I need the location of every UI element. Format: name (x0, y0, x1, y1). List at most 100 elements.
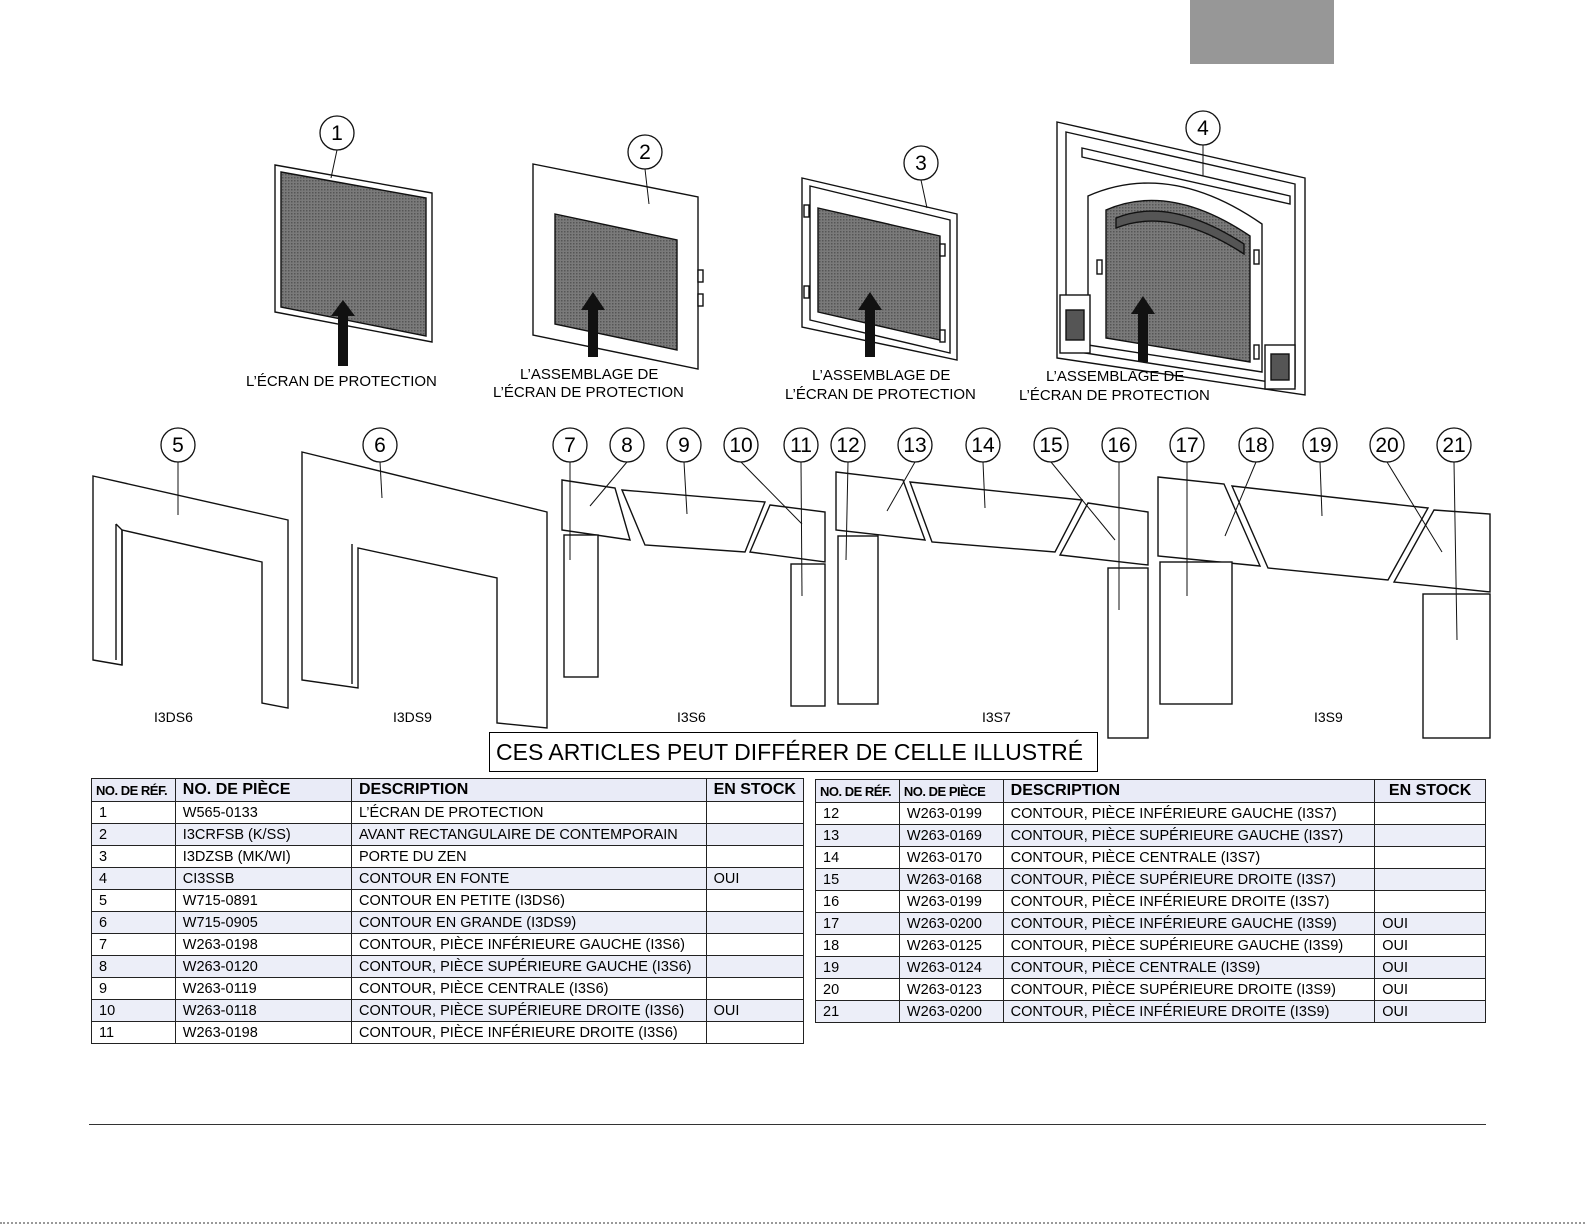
callout-circle (319, 115, 355, 151)
cell-ref: 8 (91, 955, 176, 978)
callout-number: 3 (915, 152, 927, 175)
callout-9: 9 (666, 427, 702, 463)
cell-desc: CONTOUR, PIÈCE CENTRALE (I3S7) (1002, 846, 1376, 869)
callout-number: 8 (621, 434, 633, 457)
cell-ref: 14 (815, 846, 900, 869)
callout-20: 20 (1369, 427, 1405, 463)
cell-stock (705, 845, 805, 868)
callout-circle (1369, 427, 1405, 463)
callout-6: 6 (362, 427, 398, 463)
cell-ref: 2 (91, 823, 176, 846)
callout-number: 9 (678, 434, 690, 457)
leader-line (1050, 461, 1116, 541)
label-screen: L’ÉCRAN DE PROTECTION (246, 373, 437, 390)
cell-desc: CONTOUR, PIÈCE CENTRALE (I3S6) (350, 977, 707, 1000)
cell-stock: OUI (1374, 934, 1486, 957)
header-ref: NO. DE RÉF. (91, 778, 176, 802)
callout-19: 19 (1302, 427, 1338, 463)
cell-ref: 12 (815, 802, 900, 825)
cell-part: W263-0168 (898, 868, 1004, 891)
callout-2: 2 (627, 134, 663, 170)
callout-11: 11 (783, 427, 819, 463)
callout-13: 13 (897, 427, 933, 463)
callout-21: 21 (1436, 427, 1472, 463)
i3s6-pieces-drawing (561, 479, 826, 707)
callout-10: 10 (723, 427, 759, 463)
cell-desc: CONTOUR, PIÈCE SUPÉRIEURE GAUCHE (I3S9) (1002, 934, 1376, 957)
header-ref: NO. DE RÉF. (815, 779, 900, 803)
leader-line (1319, 461, 1323, 517)
leader-line (982, 461, 986, 509)
model-label-i3s6: I3S6 (677, 709, 706, 725)
callout-circle (965, 427, 1001, 463)
illustration-notice: CES ARTICLES PEUT DIFFÉRER DE CELLE ILLU… (489, 732, 1098, 772)
cell-ref: 11 (91, 1021, 176, 1044)
callout-16: 16 (1101, 427, 1137, 463)
leader-line (589, 461, 628, 507)
callout-circle (1238, 427, 1274, 463)
parts-table-right: NO. DE RÉF. NO. DE PIÈCE DESCRIPTION EN … (815, 779, 1486, 1023)
leader-line (800, 461, 803, 597)
callout-circle (1101, 427, 1137, 463)
leader-line (886, 461, 916, 512)
leader-line (1224, 461, 1257, 537)
callout-number: 11 (790, 434, 812, 457)
callout-number: 12 (836, 434, 859, 457)
callout-circle (783, 427, 819, 463)
cell-ref: 9 (91, 977, 176, 1000)
cell-desc: CONTOUR, PIÈCE SUPÉRIEURE DROITE (I3S7) (1002, 868, 1376, 891)
cell-stock (705, 801, 805, 824)
label-assembly-2-line1: L’ASSEMBLAGE DE (520, 366, 658, 383)
model-label-i3ds6: I3DS6 (154, 709, 193, 725)
cell-ref: 18 (815, 934, 900, 957)
cell-part: W263-0120 (174, 955, 352, 978)
cell-ref: 3 (91, 845, 176, 868)
cell-part: I3CRFSB (K/SS) (174, 823, 352, 846)
cell-ref: 20 (815, 978, 900, 1001)
cell-stock (705, 889, 805, 912)
cast-surround-drawing (1056, 121, 1306, 396)
cell-desc: CONTOUR EN FONTE (350, 867, 707, 890)
cell-part: W263-0125 (898, 934, 1004, 957)
callout-8: 8 (609, 427, 645, 463)
callout-5: 5 (160, 427, 196, 463)
label-assembly-3-line1: L’ASSEMBLAGE DE (812, 367, 950, 384)
header-part: NO. DE PIÈCE (898, 779, 1004, 803)
cell-ref: 4 (91, 867, 176, 890)
cell-ref: 10 (91, 999, 176, 1022)
callout-number: 2 (639, 141, 651, 164)
cell-desc: CONTOUR, PIÈCE CENTRALE (I3S9) (1002, 956, 1376, 979)
surround-large-drawing (301, 451, 548, 729)
callout-circle (1302, 427, 1338, 463)
leader-line (330, 149, 338, 179)
cell-stock (705, 911, 805, 934)
callout-number: 15 (1039, 434, 1062, 457)
leader-lines (177, 145, 1458, 641)
cell-stock (1374, 868, 1486, 891)
cell-stock: OUI (1374, 978, 1486, 1001)
callout-number: 16 (1107, 434, 1130, 457)
callout-4: 4 (1185, 110, 1221, 146)
cell-desc: CONTOUR, PIÈCE SUPÉRIEURE GAUCHE (I3S7) (1002, 824, 1376, 847)
cell-stock (705, 955, 805, 978)
cell-stock (1374, 802, 1486, 825)
leader-line (920, 179, 928, 209)
callout-7: 7 (552, 427, 588, 463)
cell-stock (705, 1021, 805, 1044)
cell-part: W715-0905 (174, 911, 352, 934)
cell-desc: CONTOUR, PIÈCE INFÉRIEURE GAUCHE (I3S6) (350, 933, 707, 956)
rectangular-front-drawing (532, 163, 704, 370)
